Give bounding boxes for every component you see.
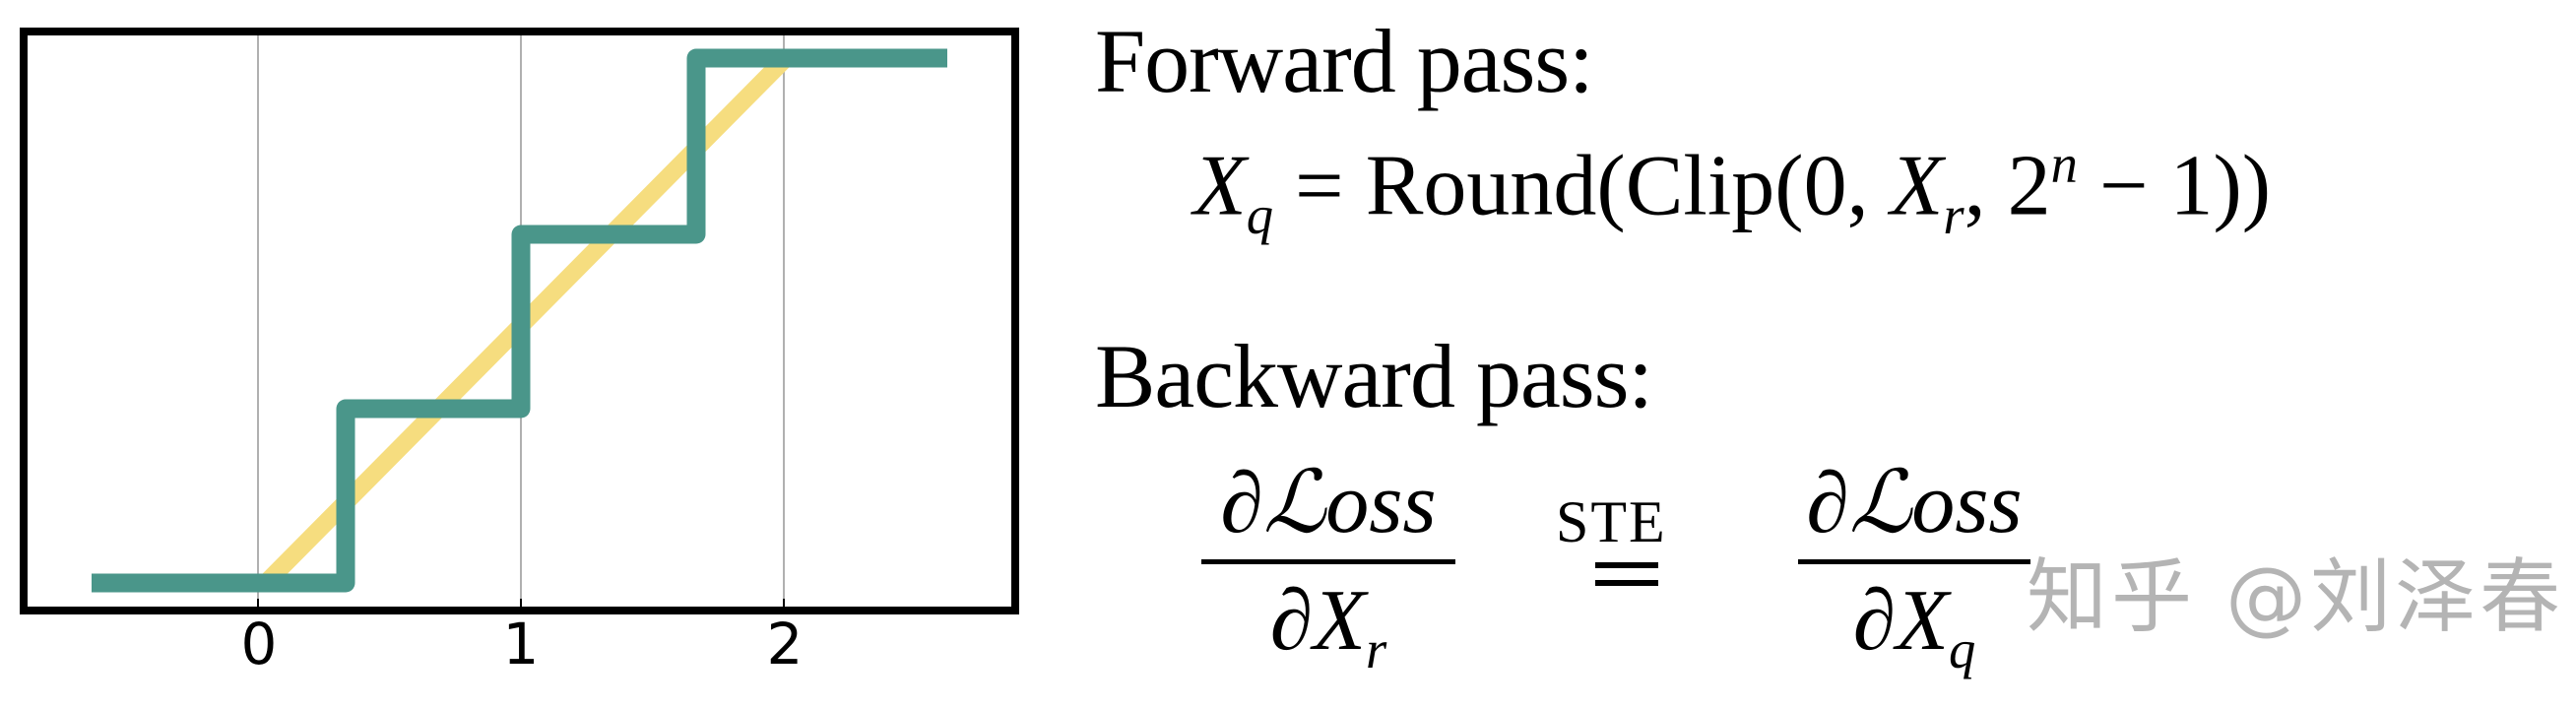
forward-pass-heading: Forward pass:	[1095, 11, 1594, 111]
x-tick-label-2: 2	[766, 611, 804, 677]
equals-sign: =	[1295, 138, 1344, 234]
x-var: X	[1313, 573, 1366, 669]
x-tick-label-1: 1	[502, 611, 540, 677]
loss-text: oss	[1911, 456, 2023, 551]
zhihu-watermark: 知乎 @刘泽春	[2027, 550, 2565, 644]
xq-var: X	[1193, 138, 1247, 234]
fraction-bar	[1201, 559, 1455, 564]
denominator: ∂Xr	[1270, 578, 1386, 677]
equation-tail: − 1))	[2077, 138, 2272, 234]
fraction-dloss-dxq: ∂ℒoss ∂Xq	[1798, 459, 2030, 677]
backward-pass-heading: Backward pass:	[1095, 326, 1653, 426]
quantization-staircase-chart: 0 1 2	[0, 0, 1034, 709]
forward-equation: Xq = Round(Clip(0, Xr, 2n − 1))	[1193, 137, 2272, 245]
ste-equals-top-bar	[1595, 562, 1658, 568]
chart-frame	[20, 28, 1019, 614]
xr-subscript: r	[1943, 184, 1964, 245]
r-subscript: r	[1366, 619, 1387, 680]
fraction-dloss-dxr: ∂ℒoss ∂Xr	[1201, 459, 1455, 677]
xq-subscript: q	[1246, 184, 1274, 245]
partial-symbol: ∂	[1852, 573, 1897, 669]
comma: ,	[1964, 138, 1986, 234]
x-var: X	[1896, 573, 1949, 669]
partial-symbol: ∂	[1269, 573, 1314, 669]
fraction-bar	[1798, 559, 2030, 564]
base-two: 2	[2007, 138, 2051, 234]
xr-var: X	[1890, 138, 1944, 234]
chart-canvas	[20, 28, 1019, 614]
script-l: ℒ	[1848, 451, 1912, 552]
script-l: ℒ	[1262, 451, 1326, 552]
ste-equals-bottom-bar	[1595, 580, 1658, 586]
round-clip-text: Round(Clip(0,	[1365, 138, 1869, 234]
numerator: ∂ℒoss	[1806, 459, 2022, 548]
partial-symbol: ∂	[1220, 456, 1263, 551]
denominator: ∂Xq	[1853, 578, 1976, 677]
numerator: ∂ℒoss	[1220, 459, 1436, 548]
ste-label: STE	[1556, 489, 1667, 554]
exponent-n: n	[2050, 134, 2078, 194]
q-subscript: q	[1948, 619, 1976, 680]
partial-symbol: ∂	[1806, 456, 1849, 551]
x-tick-label-0: 0	[240, 611, 278, 677]
loss-text: oss	[1325, 456, 1437, 551]
quantized-staircase-line	[92, 48, 947, 593]
